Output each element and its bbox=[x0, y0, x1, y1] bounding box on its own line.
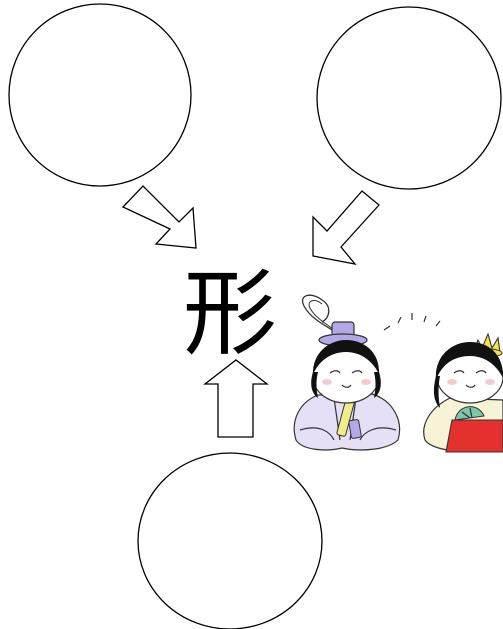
empress-fan bbox=[454, 406, 485, 421]
emperor-hat-ribbon bbox=[301, 294, 348, 341]
bubble-top-left bbox=[8, 3, 192, 187]
hina-dolls-illustration bbox=[293, 294, 503, 453]
sparkle-lines bbox=[383, 313, 441, 331]
bubble-bottom bbox=[137, 452, 323, 629]
arrow-from-bottom bbox=[203, 359, 269, 438]
empress-hair bbox=[435, 342, 503, 380]
bubble-top-right bbox=[316, 6, 502, 190]
empress-doll bbox=[423, 332, 503, 453]
center-character: 形 bbox=[183, 260, 277, 369]
arrow-from-top-left bbox=[121, 185, 197, 249]
emperor-hair bbox=[312, 340, 380, 375]
empress-hakama bbox=[445, 419, 503, 453]
arrow-from-top-right bbox=[312, 190, 380, 265]
emperor-doll bbox=[293, 294, 401, 451]
